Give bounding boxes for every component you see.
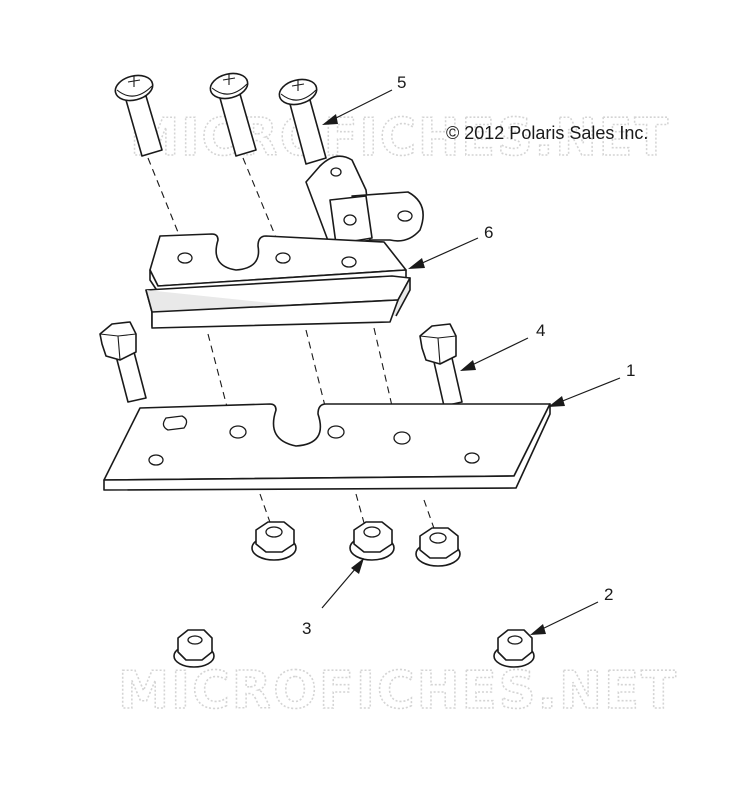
watermark-top: MICROFICHES.NET	[130, 108, 670, 168]
leader-5	[322, 89, 393, 125]
flange-nut-3	[415, 527, 461, 567]
copyright-notice: © 2012 Polaris Sales Inc.	[446, 123, 648, 143]
hex-bolt-left	[99, 321, 147, 403]
leader-4	[460, 337, 529, 371]
alignment-line	[355, 493, 367, 531]
callout-label-1: 1	[626, 361, 635, 380]
callout-label-5: 5	[397, 73, 406, 92]
leader-1	[548, 377, 621, 407]
leader-3	[321, 558, 364, 609]
callout-label-4: 4	[536, 321, 545, 340]
alignment-line	[207, 333, 233, 427]
base-plate	[103, 403, 551, 491]
screw-3	[278, 78, 327, 165]
flange-nut-1	[251, 521, 297, 561]
flange-nut-4	[173, 629, 215, 668]
alignment-line	[305, 329, 331, 427]
screw-2	[209, 72, 257, 157]
hex-bolt-right	[419, 323, 463, 407]
callout-label-3: 3	[302, 619, 311, 638]
callout-label-6: 6	[484, 223, 493, 242]
flange-nut-5	[493, 629, 535, 668]
bracket-assembly	[145, 155, 424, 329]
callout-label-2: 2	[604, 585, 613, 604]
flange-nut-2	[349, 521, 395, 561]
screw-1	[114, 74, 163, 157]
leader-2	[530, 601, 599, 635]
leader-6	[408, 237, 479, 269]
watermark-bottom: MICROFICHES.NET	[118, 661, 678, 721]
